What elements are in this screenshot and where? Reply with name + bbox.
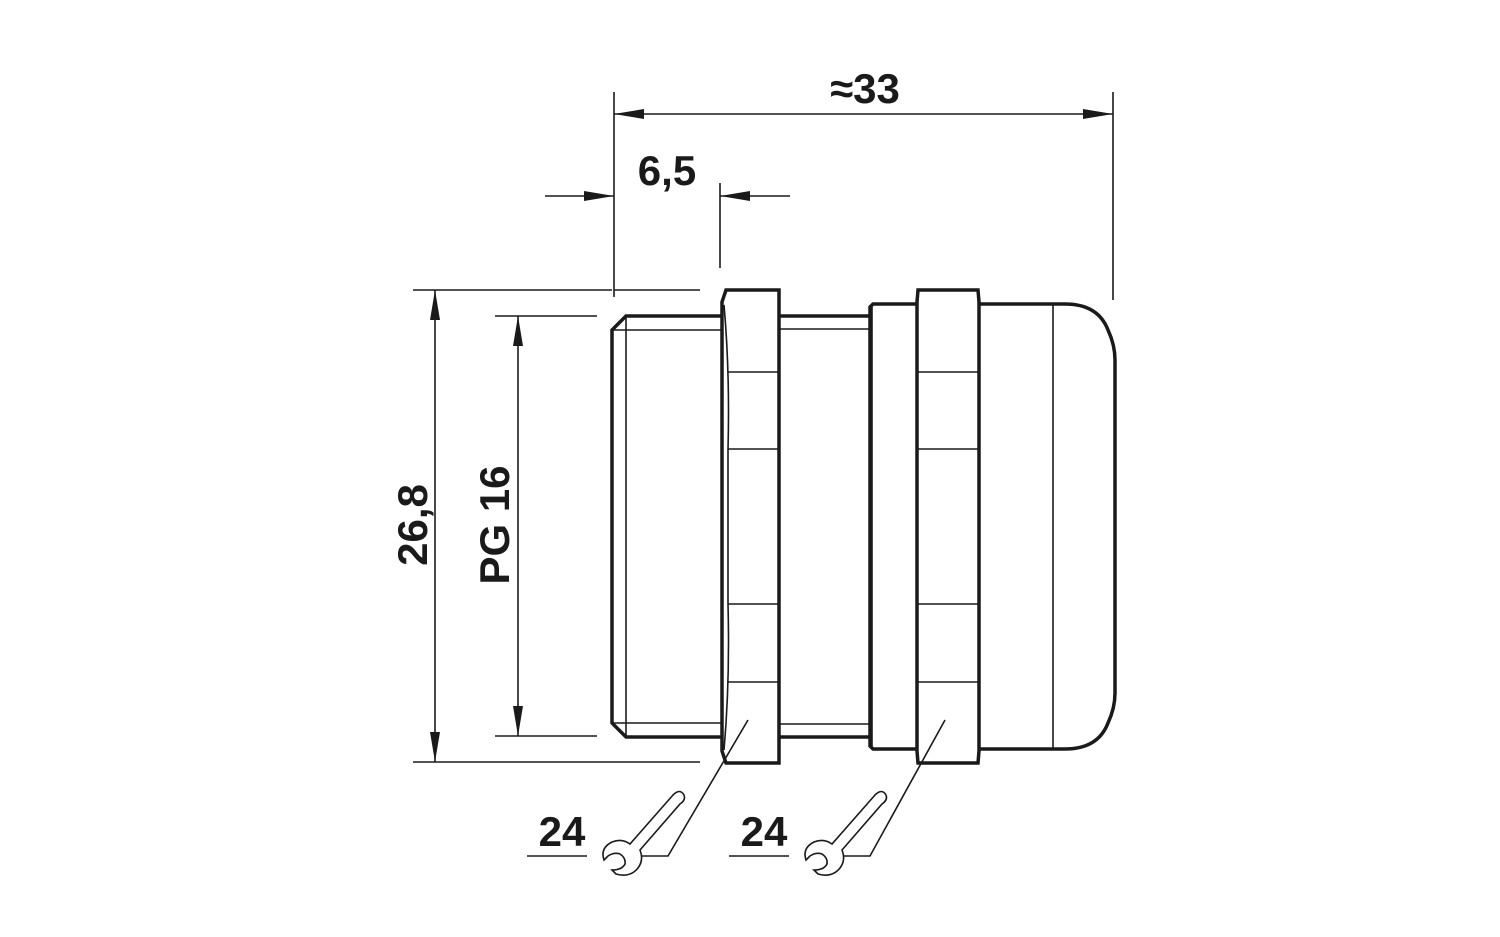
thread-section: [610, 314, 722, 739]
thread-length-label: 6,5: [638, 147, 696, 194]
body-section: [868, 302, 917, 751]
open-end-wrench-icon: [804, 790, 888, 876]
nut-1: [720, 288, 781, 765]
wrench-callout-1: 24: [527, 719, 749, 876]
dimension-outer-diameter: 26,8: [389, 289, 700, 763]
wrench-callout-2: 24: [729, 719, 946, 876]
dimension-thread-length: 6,5: [545, 147, 790, 291]
dimension-overall-length: ≈33: [613, 65, 1114, 300]
wrench-size-2-label: 24: [741, 808, 788, 855]
open-end-wrench-icon: [602, 790, 686, 876]
dimension-thread-size: PG 16: [471, 315, 597, 737]
cable-gland-part: [610, 288, 1117, 765]
thread-size-label: PG 16: [471, 465, 518, 584]
overall-length-label: ≈33: [830, 65, 900, 112]
middle-section: [779, 314, 872, 739]
sealing-cap: [979, 302, 1117, 751]
wrench-size-1-label: 24: [539, 808, 586, 855]
outer-diameter-label: 26,8: [389, 484, 436, 566]
nut-2: [915, 288, 981, 765]
